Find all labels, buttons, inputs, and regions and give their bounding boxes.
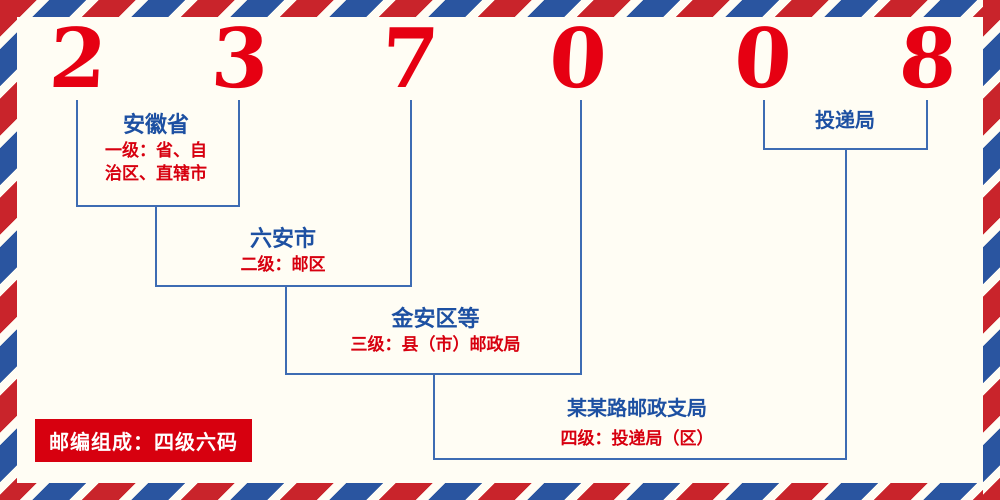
postal-digit-6: 8 (896, 11, 960, 107)
level1-desc-line1: 一级：省、自 (105, 141, 207, 161)
level1-label-block: 安徽省 一级：省、自 治区、直辖市 (66, 112, 246, 186)
connector-level1-left (76, 100, 78, 207)
postal-digit-4: 0 (546, 11, 610, 107)
level2-desc: 二级：邮区 (240, 255, 326, 275)
airmail-border-bottom (0, 483, 1000, 500)
connector-level2-left (155, 205, 157, 287)
connector-level1-right (238, 100, 240, 207)
airmail-border-left (0, 0, 17, 500)
level3-name: 金安区等 (391, 307, 480, 332)
connector-delivery-left (763, 100, 765, 150)
connector-level3-right (580, 100, 582, 375)
postal-digit-3: 7 (378, 11, 442, 107)
connector-level4-bottom (433, 458, 847, 460)
level1-desc-line2: 治区、直辖市 (105, 164, 207, 184)
postal-digit-5: 0 (731, 11, 795, 107)
connector-delivery-right (926, 100, 928, 150)
level2-name: 六安市 (249, 227, 316, 252)
level4-name: 某某路邮政支局 (567, 396, 707, 420)
airmail-border-top (0, 0, 1000, 17)
level1-name: 安徽省 (122, 113, 189, 138)
connector-level4-left (433, 373, 435, 460)
connector-level1-bottom (76, 205, 240, 207)
connector-level4-right (845, 148, 847, 460)
level4-desc: 四级：投递局（区） (560, 429, 714, 449)
postal-digit-1: 2 (46, 11, 110, 107)
connector-level3-left (285, 285, 287, 375)
level4-label-block: 某某路邮政支局 四级：投递局（区） (507, 394, 767, 451)
postal-digit-2: 3 (208, 11, 272, 107)
level3-desc: 三级：县（市）邮政局 (350, 335, 521, 355)
airmail-border-right (983, 0, 1000, 500)
level2-label-block: 六安市 二级：邮区 (183, 226, 383, 277)
delivery-name: 投递局 (815, 108, 875, 132)
composition-badge: 邮编组成：四级六码 (35, 419, 252, 462)
connector-level2-bottom (155, 285, 412, 287)
connector-level2-right (410, 100, 412, 287)
level3-label-block: 金安区等 三级：县（市）邮政局 (308, 306, 563, 357)
delivery-label-block: 投递局 (775, 106, 915, 134)
